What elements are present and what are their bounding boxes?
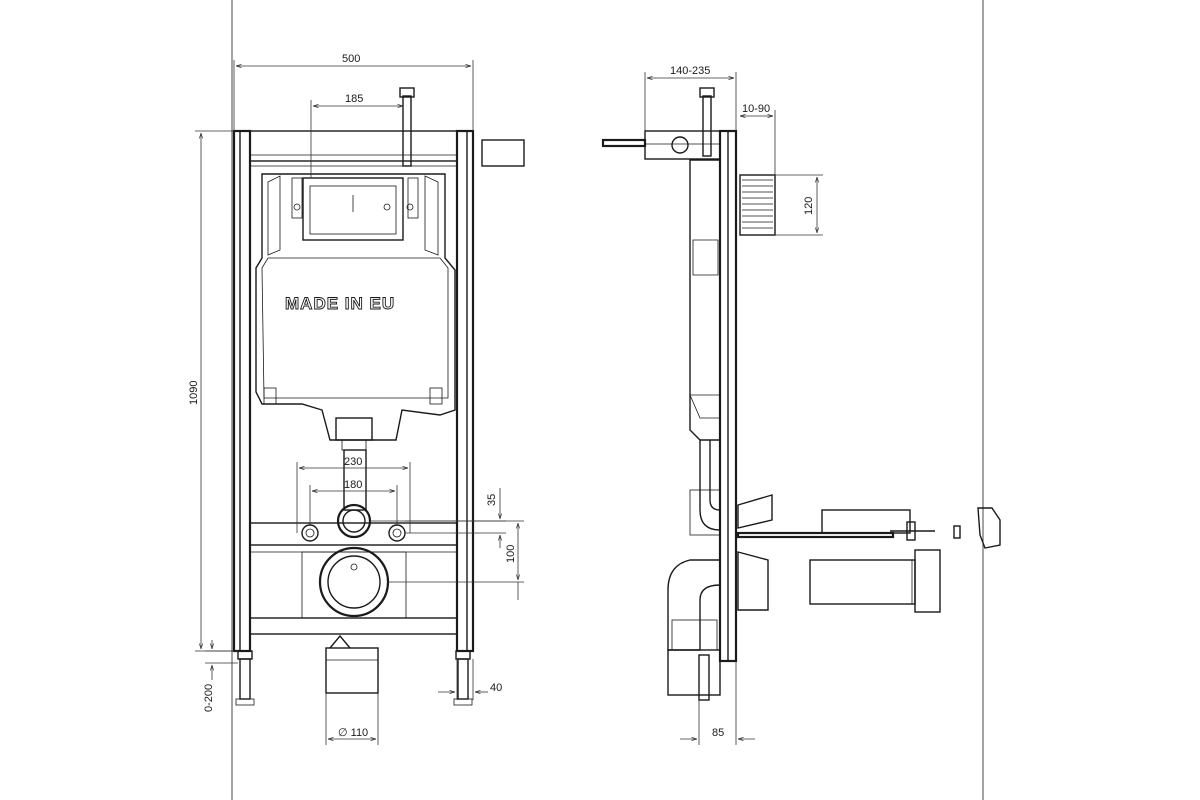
stud-nut-2 — [953, 525, 961, 539]
service-opening — [302, 177, 404, 241]
stud-hole-right — [388, 524, 406, 542]
dim-depth-label: 140-235 — [670, 65, 710, 77]
dim-button-label: 10-90 — [742, 103, 770, 115]
side-cistern — [689, 159, 721, 441]
bowl-connector — [809, 559, 916, 605]
dim-height-label: 1090 — [188, 381, 200, 405]
frame-left-upright — [232, 129, 252, 653]
side-supply-pipe — [702, 95, 712, 157]
side-drain-elbow — [667, 559, 721, 651]
drain-pipe — [325, 647, 379, 694]
dim-foot-label: 0-200 — [203, 684, 215, 712]
dim-stud-inner-label: 180 — [344, 479, 362, 491]
flush-outlet — [335, 417, 373, 441]
frame-right-upright — [455, 129, 475, 653]
dim-100-label: 100 — [505, 545, 517, 563]
flush-plate-symbol — [481, 139, 525, 167]
wall-anchor — [601, 138, 647, 148]
dim-40-label: 40 — [490, 682, 502, 694]
foot-left — [237, 650, 253, 660]
dim-drain-label: ∅ 110 — [338, 727, 368, 739]
side-flush-pipe — [699, 440, 721, 531]
mounting-bar — [249, 522, 458, 546]
frame-top-bar — [249, 130, 458, 162]
foot-right — [455, 650, 471, 660]
made-in-eu-label: MADE IN EU — [285, 294, 395, 313]
mounting-stud — [736, 531, 895, 539]
wall-bracket — [644, 130, 721, 160]
drain-connection — [318, 546, 390, 618]
front-view: MADE IN EU — [188, 53, 525, 745]
side-view: 140-235 10-90 120 85 — [601, 65, 1001, 745]
side-foot — [698, 654, 710, 701]
dim-85-label: 85 — [712, 727, 724, 739]
dim-35-label: 35 — [486, 494, 498, 506]
dim-120-label: 120 — [803, 197, 815, 215]
stud-hole-left — [301, 524, 319, 542]
dim-stud-outer-label: 230 — [344, 456, 362, 468]
frame-bottom-bar — [249, 617, 458, 635]
cover-cap — [977, 507, 1001, 549]
flush-button-box — [739, 174, 776, 236]
dim-width-label: 500 — [342, 53, 360, 65]
dim-pipe-offset-label: 185 — [345, 93, 363, 105]
water-supply-pipe — [402, 95, 412, 167]
